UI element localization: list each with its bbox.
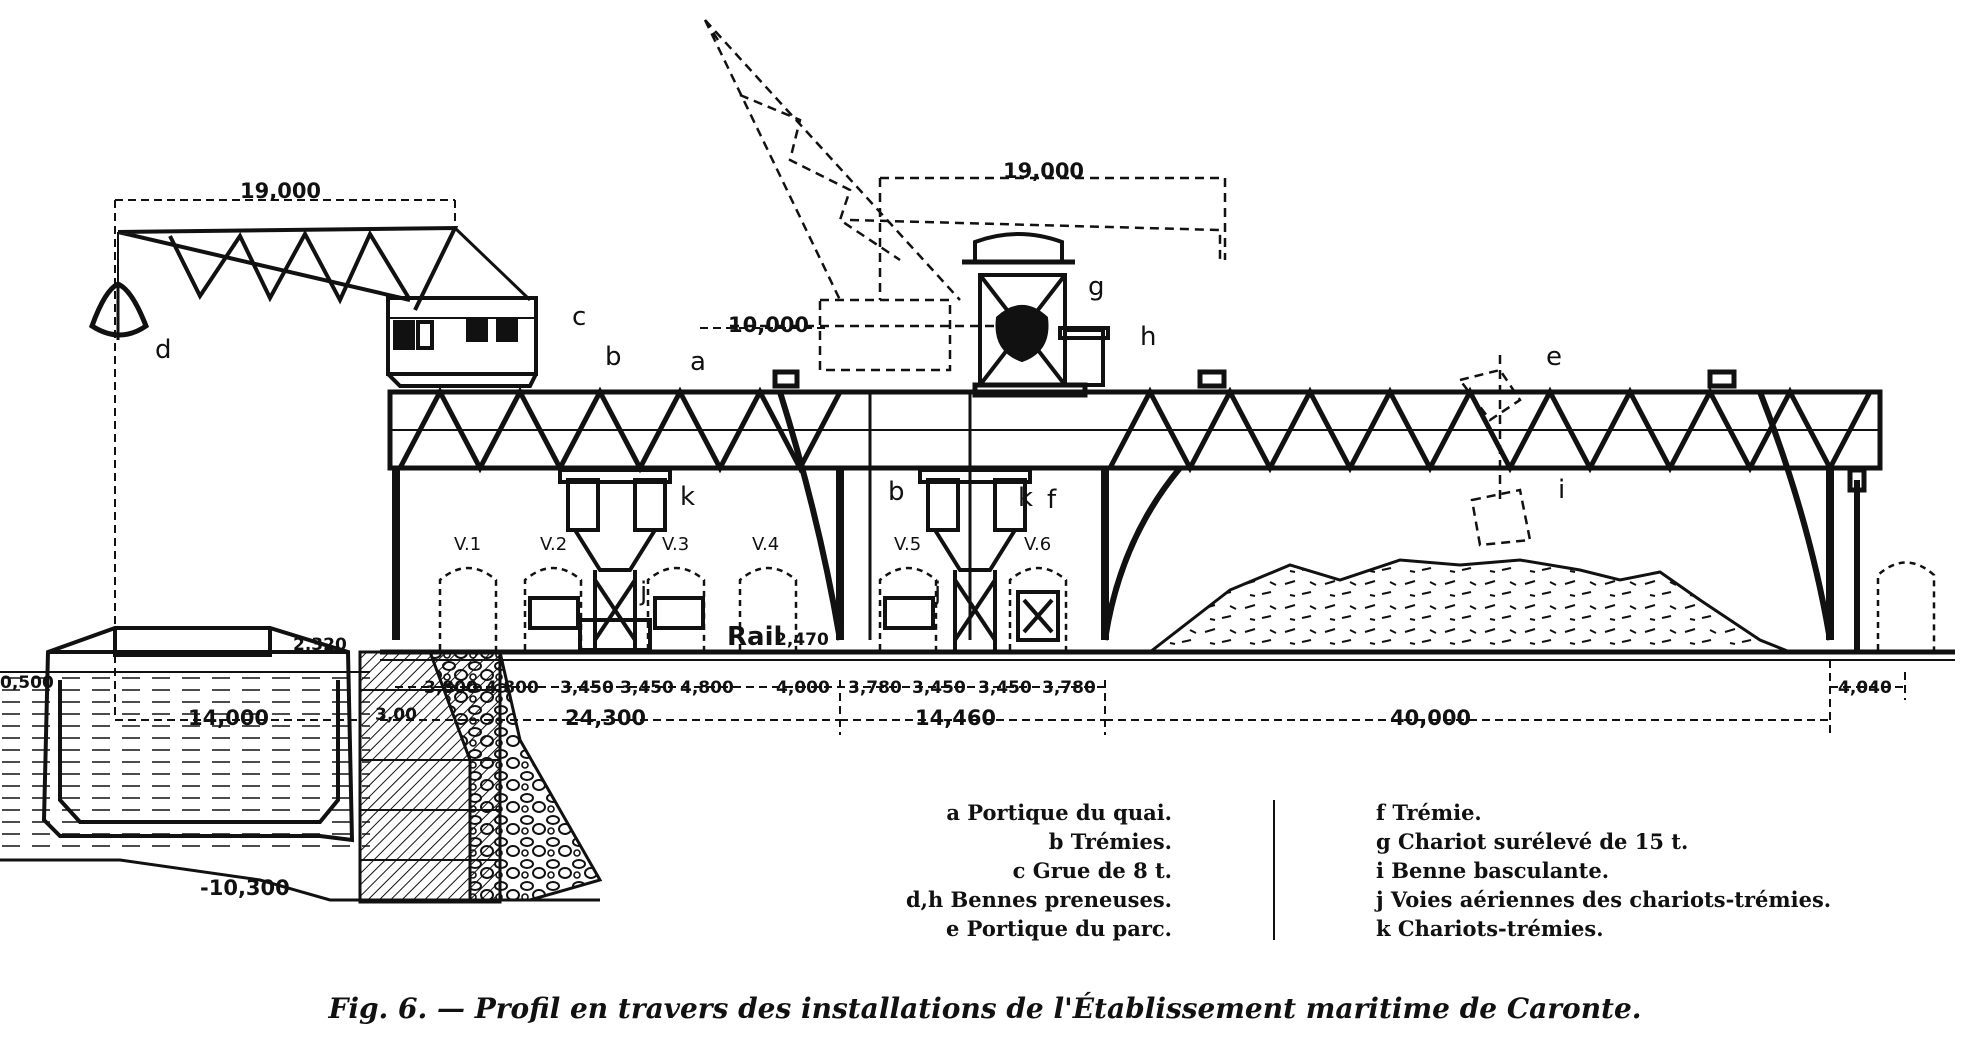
level-quay: 2,320 [293, 635, 347, 655]
crane-dashed-position [703, 19, 1532, 547]
dim-park-gantry-span: 40,000 [1390, 706, 1471, 730]
dim-mid-span: 14,460 [915, 706, 996, 730]
spacing-10: 3,780 [1042, 678, 1096, 698]
callout-i: i [1558, 475, 1565, 505]
spacing-7: 3,780 [848, 678, 902, 698]
dim-crane-reach-dashed: 10,000 [728, 313, 809, 337]
spacing-5: 4,800 [680, 678, 734, 698]
callout-b2: b [888, 477, 905, 507]
figure-caption: Fig. 6. — Profil en travers des installa… [328, 992, 1642, 1025]
dim-quay-gantry-span: 24,300 [565, 706, 646, 730]
coal-stockpile [1145, 558, 1791, 654]
level-bottom: -10,300 [200, 876, 290, 900]
legend-item-j: j Voies aériennes des chariots-trémies. [1376, 887, 1832, 912]
legend-right: f Trémie. g Chariot surélevé de 15 t. i … [1376, 798, 1856, 943]
legend-item-k: k Chariots-trémies. [1376, 916, 1604, 941]
callout-e: e [1546, 342, 1562, 372]
dim-crane-reach-left: 19,000 [240, 179, 321, 203]
wagon-outlines [438, 561, 1936, 650]
callout-f: f [1047, 485, 1057, 515]
spacing-8: 3,450 [912, 678, 966, 698]
ship-hull [41, 626, 355, 843]
legend-item-e: e Portique du parc. [946, 916, 1172, 941]
wagon-carts [528, 590, 1060, 642]
wagon-label-v1: V.1 [454, 534, 481, 555]
dimension-lines [114, 199, 1906, 735]
legend-left: a Portique du quai. b Trémies. c Grue de… [882, 798, 1172, 943]
level-rail: 2,470 [775, 630, 829, 650]
callout-g: g [1088, 272, 1105, 302]
dim-end-offset: 4,040 [1838, 678, 1892, 698]
callout-j2: j [933, 577, 941, 607]
hopper-trolley-right [918, 468, 1032, 650]
wagon-label-v4: V.4 [752, 534, 779, 555]
quay-wall [358, 650, 603, 904]
wagon-label-v2: V.2 [540, 534, 567, 555]
dim-ship-width: 14,000 [188, 706, 269, 730]
spacing-6: 4,000 [776, 678, 830, 698]
callout-c: c [572, 302, 586, 332]
quay-gantry [387, 369, 1883, 650]
wagon-label-v5: V.5 [894, 534, 921, 555]
level-water: 0,500 [0, 673, 54, 693]
legend-item-g: g Chariot surélevé de 15 t. [1376, 829, 1689, 854]
callout-j: j [639, 577, 647, 607]
rail-label: Rail [727, 622, 782, 652]
spacing-2: 4,800 [485, 678, 539, 698]
legend-item-c: c Grue de 8 t. [1012, 858, 1172, 883]
dim-crane-reach-right: 19,000 [1003, 159, 1084, 183]
legend-separator [1273, 800, 1275, 940]
spacing-3: 3,450 [560, 678, 614, 698]
callout-k: k [680, 482, 695, 512]
legend-item-i: i Benne basculante. [1376, 858, 1609, 883]
legend-item-a: a Portique du quai. [946, 800, 1172, 825]
spacing-1: 3,800 [424, 678, 478, 698]
spacing-9: 3,450 [978, 678, 1032, 698]
level-3: 3,00 [375, 705, 417, 725]
callout-k2: k [1018, 483, 1033, 513]
elevated-trolley [962, 232, 1110, 398]
legend-item-f: f Trémie. [1376, 800, 1482, 825]
hopper-trolley-left [558, 468, 672, 652]
callout-h: h [1140, 322, 1156, 352]
legend-item-dh: d,h Bennes preneuses. [905, 887, 1172, 912]
legend-item-b: b Trémies. [1048, 829, 1172, 854]
wagon-label-v6: V.6 [1024, 534, 1051, 555]
water [0, 671, 370, 852]
spacing-4: 3,450 [620, 678, 674, 698]
callout-b: b [605, 342, 622, 372]
wagon-label-v3: V.3 [662, 534, 689, 555]
callout-d: d [155, 335, 172, 365]
callout-a: a [690, 347, 706, 377]
